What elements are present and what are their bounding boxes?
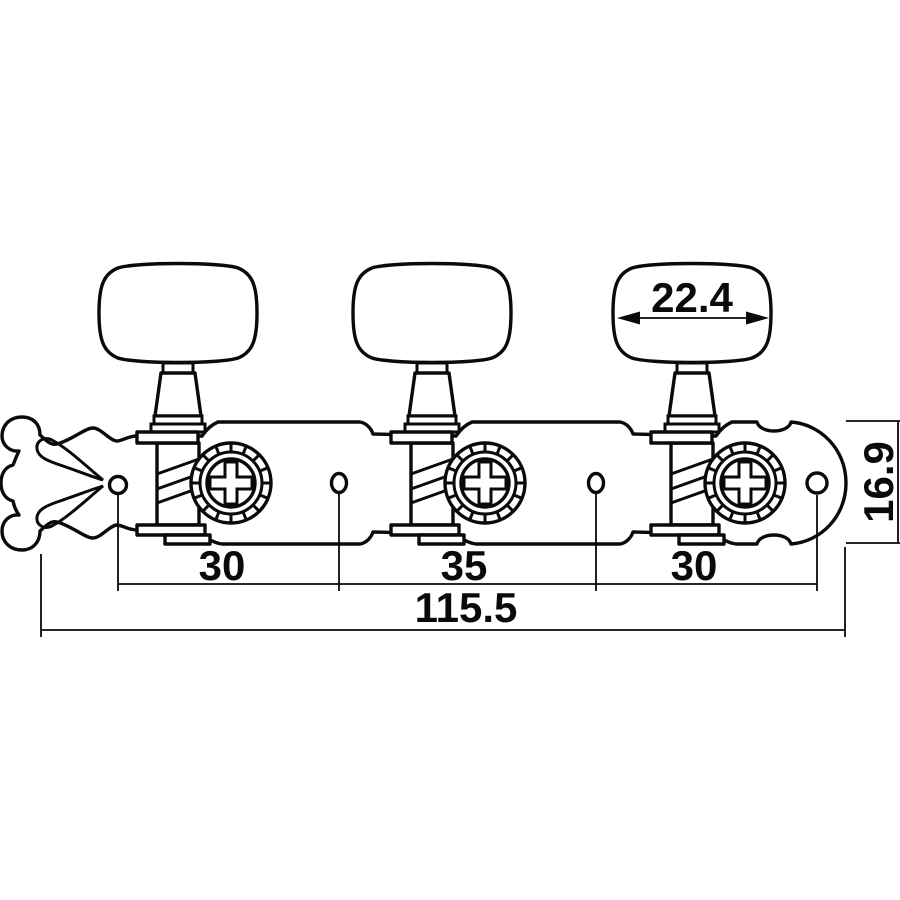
tuner-unit-2 <box>351 261 527 546</box>
gear-wheel-3 <box>703 441 787 525</box>
button-stem-3 <box>667 371 717 418</box>
dimension-label-spacing-3: 30 <box>671 542 718 589</box>
dimension-post-spacings: 30 35 30 <box>117 494 818 591</box>
post-cap-bottom-2 <box>417 533 466 546</box>
dimension-label-plate-height: 16.9 <box>855 441 900 523</box>
dimension-plate-height: 16.9 <box>846 420 900 544</box>
dimension-label-spacing-1: 30 <box>199 542 246 589</box>
dimension-label-button-width: 22.4 <box>651 274 733 321</box>
post-cap-bottom-1 <box>163 533 212 546</box>
mount-tab-top-1 <box>135 430 200 445</box>
gear-teeth <box>705 443 785 523</box>
dimension-button-width: 22.4 <box>617 274 769 325</box>
mount-tab-top-2 <box>389 430 454 445</box>
tuner-button-2 <box>351 261 513 365</box>
mounting-hole-2 <box>329 471 349 495</box>
gear-wheel-1 <box>189 441 273 525</box>
mounting-hole-3 <box>586 471 606 495</box>
lyre-upper-cutout <box>35 437 104 482</box>
gear-teeth <box>191 443 271 523</box>
dimension-label-total-length: 115.5 <box>415 584 518 631</box>
tuner-unit-3 <box>611 261 787 546</box>
phillips-screw-icon <box>208 460 254 506</box>
mounting-hole-1 <box>107 474 129 496</box>
tuner-unit-1 <box>97 261 273 546</box>
mount-tab-top-3 <box>649 430 714 445</box>
lyre-lower-cutout <box>35 484 104 529</box>
mounting-holes <box>107 471 829 496</box>
gear-teeth <box>445 443 525 523</box>
dimension-label-spacing-2: 35 <box>441 542 488 589</box>
button-stem-2 <box>407 371 457 418</box>
tuner-button-3 <box>611 261 773 365</box>
tuner-button-1 <box>97 261 259 365</box>
lyre-end-ornament <box>35 437 104 529</box>
arrowhead-left <box>617 311 640 325</box>
mounting-hole-4 <box>805 471 829 495</box>
phillips-screw-icon <box>462 460 508 506</box>
post-cap-bottom-3 <box>677 533 726 546</box>
arrowhead-right <box>746 311 769 325</box>
dimension-total-length: 115.5 <box>40 547 846 637</box>
gear-wheel-2 <box>443 441 527 525</box>
button-stem-1 <box>153 371 203 418</box>
phillips-screw-icon <box>722 460 768 506</box>
